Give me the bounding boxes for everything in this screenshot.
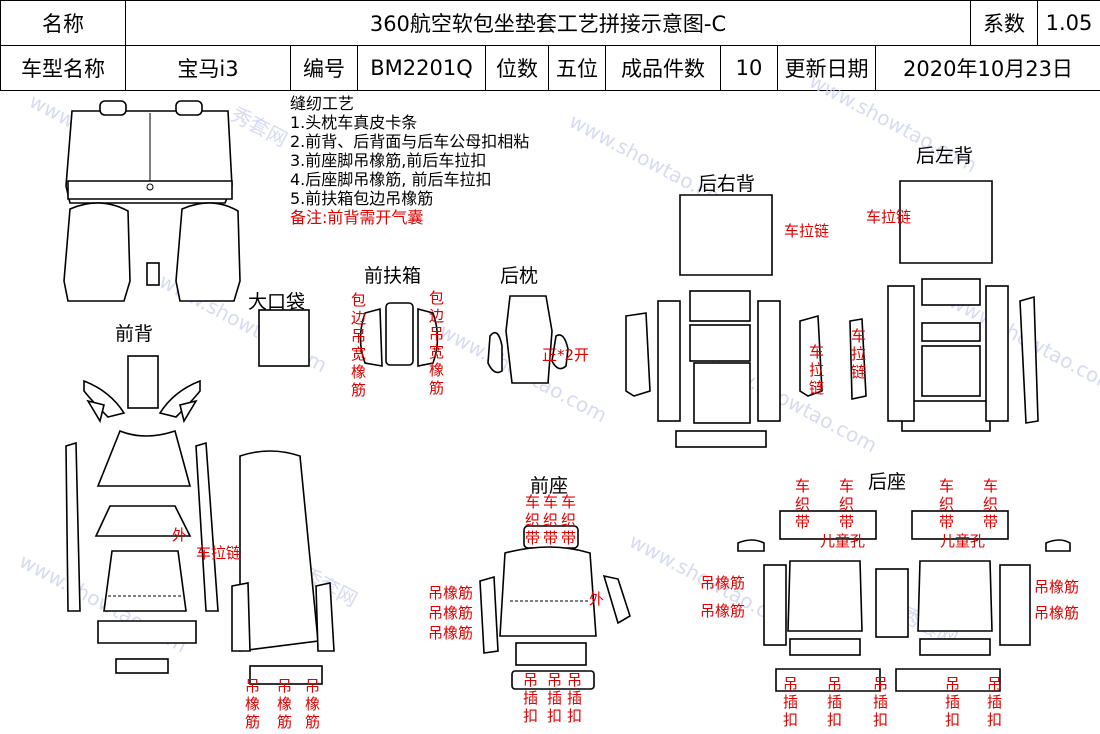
annotation-zipper: 车拉链	[866, 208, 912, 226]
label-rear-seat: 后座	[868, 471, 907, 493]
craft-step: 3.前座脚吊橡筋,前后车拉扣	[290, 151, 487, 170]
annotation-hang-clip: 吊插扣	[522, 671, 538, 725]
seat-overview-rear	[65, 100, 233, 204]
annotation-hang-elastic: 吊橡筋	[700, 574, 746, 592]
front-seat-pieces	[479, 525, 631, 690]
rear-right-back-pieces	[625, 194, 823, 448]
label-rear-headrest: 后枕	[500, 265, 539, 287]
armrest-pieces	[359, 302, 439, 367]
annotation-hang-elastic: 吊橡筋	[1034, 578, 1080, 596]
annotation-hang-elastic: 吊橡筋	[428, 624, 474, 642]
annotation-zipper: 车拉链	[784, 222, 830, 240]
label-big-pocket: 大口袋	[248, 291, 306, 313]
seat-overview-front	[63, 202, 241, 302]
label-front-seat: 前座	[530, 475, 569, 497]
update-value: 2020年10月23日	[875, 45, 1100, 91]
annotation-zipper: 车拉链	[808, 343, 824, 397]
annotation-sew-band: 车织带	[542, 493, 558, 547]
craft-title: 缝纫工艺	[290, 94, 355, 113]
seats-value: 五位	[548, 45, 606, 91]
annotation-outer: 外	[172, 526, 188, 544]
annotation-hang-elastic: 吊橡筋	[276, 677, 292, 731]
annotation-edge-band: 包边吊宽橡筋	[428, 289, 444, 397]
annotation-hang-clip: 吊插扣	[872, 675, 888, 729]
annotation-hang-elastic: 吊橡筋	[244, 677, 260, 731]
annotation-hang-elastic: 吊橡筋	[304, 677, 320, 731]
header-table: 名称 360航空软包坐垫套工艺拼接示意图-C 系数 1.05 车型名称 宝马i3…	[0, 0, 1100, 91]
annotation-sew-band: 车织带	[524, 493, 540, 547]
pieces-value: 10	[720, 45, 778, 91]
diagram-title: 360航空软包坐垫套工艺拼接示意图-C	[125, 0, 971, 46]
model-value: 宝马i3	[125, 45, 291, 91]
code-label: 编号	[290, 45, 358, 91]
label-rear-left-back: 后左背	[916, 145, 974, 167]
pattern-drawing	[63, 100, 1071, 692]
annotation-edge-band: 包边吊宽橡筋	[350, 291, 366, 399]
annotation-hang-clip: 吊插扣	[986, 675, 1002, 729]
annotation-sew-band: 车织带	[794, 477, 810, 531]
annotation-sew-band: 车织带	[982, 477, 998, 531]
annotation-zipper: 车拉链	[850, 327, 866, 381]
label-front-back: 前背	[115, 323, 154, 345]
annotation-open-2: 正*2开	[542, 346, 590, 364]
coef-value: 1.05	[1037, 0, 1100, 46]
annotation-child-hole: 儿童孔	[940, 532, 986, 550]
annotation-hang-elastic: 吊橡筋	[428, 584, 474, 602]
annotation-hang-elastic: 吊橡筋	[428, 604, 474, 622]
rear-seat-pieces	[737, 510, 1071, 692]
annotation-hang-clip: 吊插扣	[782, 675, 798, 729]
headrest-pieces	[487, 295, 569, 384]
annotation-sew-band: 车织带	[838, 477, 854, 531]
annotation-hang-clip: 吊插扣	[566, 671, 582, 725]
model-label: 车型名称	[0, 45, 126, 91]
craft-step: 2.前背、后背面与后车公母扣相粘	[290, 132, 530, 151]
annotation-outer: 外	[589, 590, 605, 608]
coef-label: 系数	[970, 0, 1038, 46]
annotation-sew-band: 车织带	[938, 477, 954, 531]
annotation-hang-clip: 吊插扣	[546, 671, 562, 725]
annotation-hang-elastic: 吊橡筋	[700, 602, 746, 620]
craft-step: 5.前扶箱包边吊橡筋	[290, 189, 434, 208]
rear-left-back-pieces	[849, 180, 1039, 432]
pattern-canvas: www.showtao.com 秀套网 www.showtao.com www.…	[0, 69, 1100, 734]
seats-label: 位数	[485, 45, 549, 91]
annotation-zipper: 车拉链	[196, 544, 242, 562]
front-back-pieces	[65, 355, 335, 685]
sewing-craft-notes: 缝纫工艺 1.头枕车真皮卡条 2.前背、后背面与后车公母扣相粘 3.前座脚吊橡筋…	[290, 94, 529, 227]
pieces-label: 成品件数	[605, 45, 721, 91]
annotation-sew-band: 车织带	[560, 493, 576, 547]
code-value: BM2201Q	[357, 45, 486, 91]
label-front-armrest: 前扶箱	[364, 265, 422, 287]
annotation-child-hole: 儿童孔	[820, 532, 866, 550]
craft-note: 备注:前背需开气囊	[290, 208, 424, 227]
big-pocket-piece	[258, 309, 310, 367]
update-label: 更新日期	[777, 45, 876, 91]
craft-step: 4.后座脚吊橡筋, 前后车拉扣	[290, 170, 492, 189]
annotation-hang-clip: 吊插扣	[826, 675, 842, 729]
label-rear-right-back: 后右背	[698, 173, 756, 195]
annotation-hang-clip: 吊插扣	[944, 675, 960, 729]
craft-step: 1.头枕车真皮卡条	[290, 113, 418, 132]
annotation-hang-elastic: 吊橡筋	[1034, 604, 1080, 622]
name-label: 名称	[0, 0, 126, 46]
